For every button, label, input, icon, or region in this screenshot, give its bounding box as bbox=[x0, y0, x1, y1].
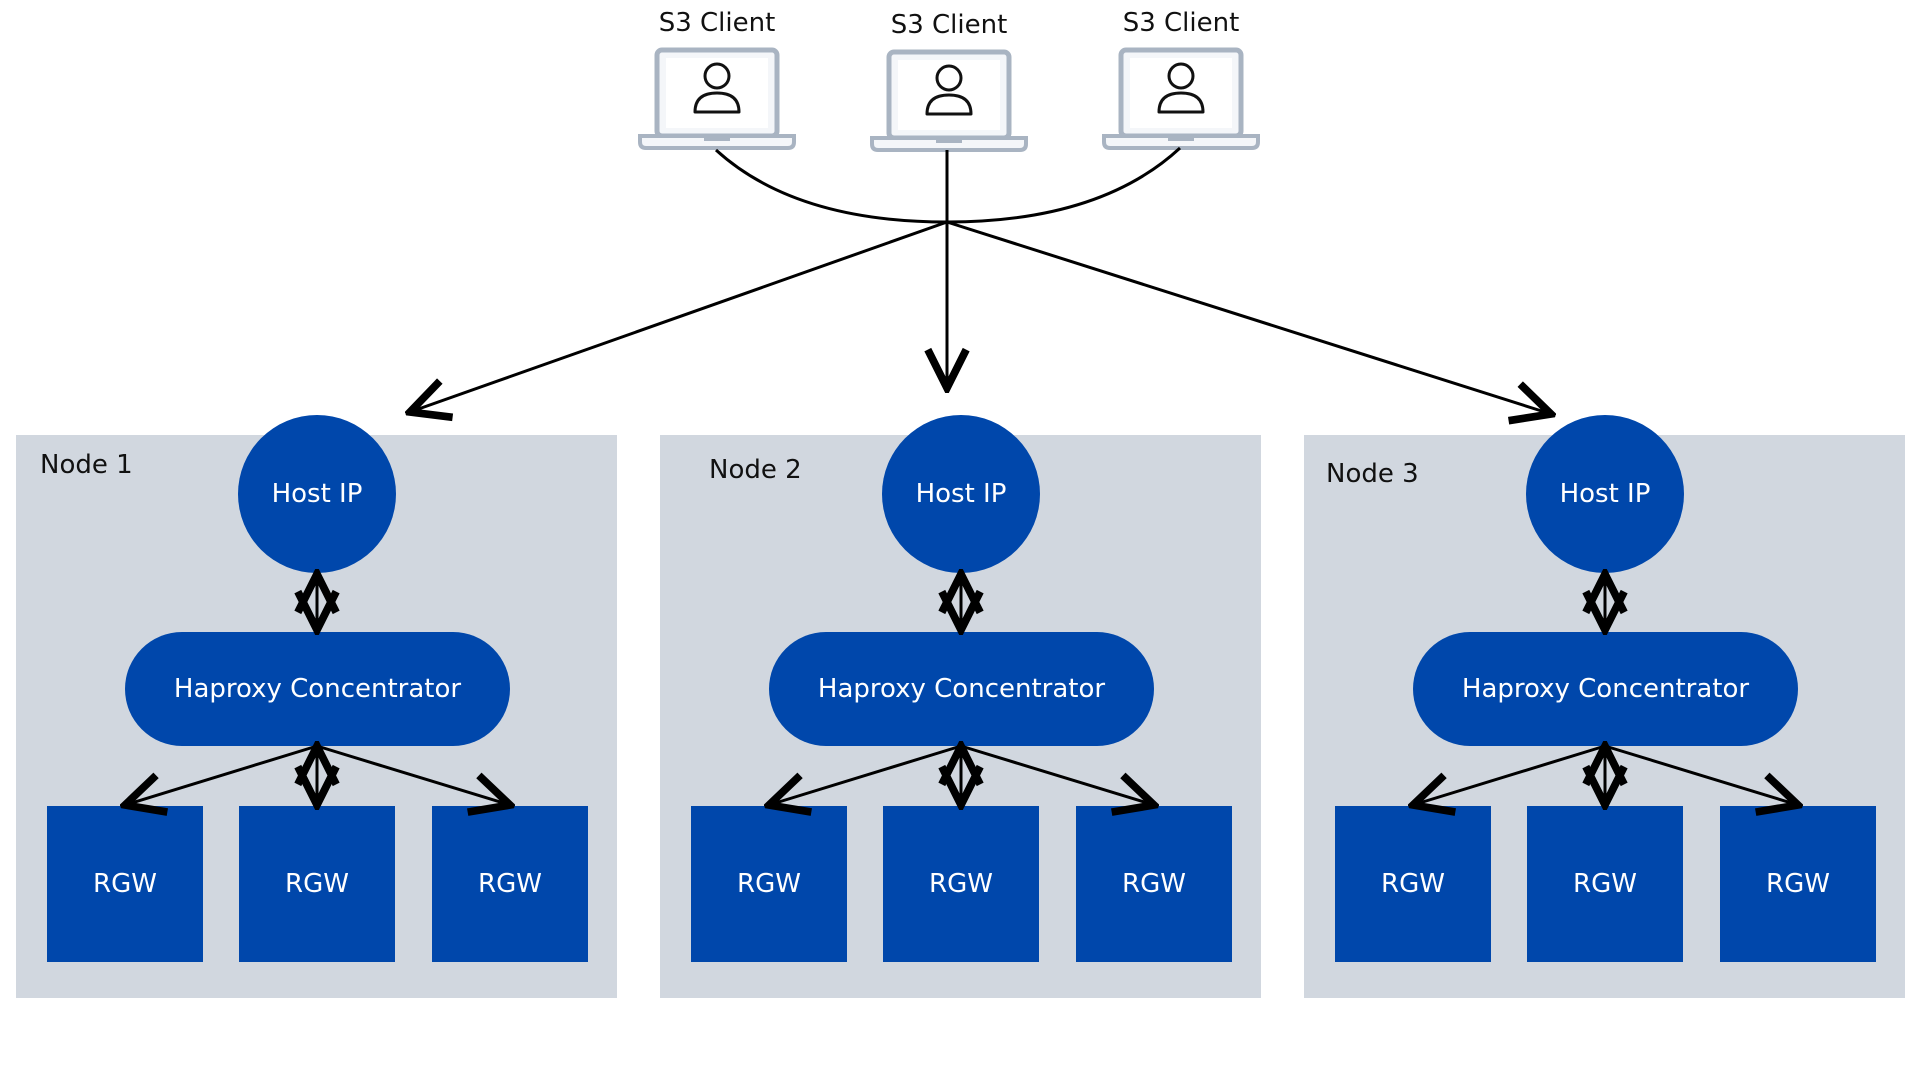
laptop-user-icon bbox=[1102, 47, 1260, 150]
s3-client-2: S3 Client bbox=[864, 10, 1034, 152]
host-ip-node: Host IP bbox=[882, 415, 1040, 573]
s3-client-3: S3 Client bbox=[1096, 8, 1266, 150]
node-1-panel: Node 1 Host IP Haproxy Concentrator RGW … bbox=[16, 415, 617, 998]
rgw-box: RGW bbox=[47, 806, 203, 962]
client-label: S3 Client bbox=[658, 8, 776, 38]
rgw-box: RGW bbox=[1076, 806, 1232, 962]
haproxy-rgw-link bbox=[1604, 744, 1798, 805]
host-ip-node: Host IP bbox=[238, 415, 396, 573]
client-1-link bbox=[714, 148, 948, 224]
haproxy-concentrator: Haproxy Concentrator bbox=[769, 632, 1154, 746]
rgw-box: RGW bbox=[1527, 806, 1683, 962]
host-ip-node: Host IP bbox=[1526, 415, 1684, 573]
node-label: Node 2 bbox=[709, 455, 802, 485]
client-3-link bbox=[946, 146, 1182, 224]
client-label: S3 Client bbox=[890, 10, 1008, 40]
haproxy-rgw-link bbox=[1413, 744, 1606, 805]
rgw-box: RGW bbox=[1335, 806, 1491, 962]
rgw-box: RGW bbox=[691, 806, 847, 962]
rgw-box: RGW bbox=[432, 806, 588, 962]
laptop-user-icon bbox=[870, 49, 1028, 152]
haproxy-rgw-link bbox=[125, 744, 318, 805]
s3-client-1: S3 Client bbox=[632, 8, 802, 150]
rgw-box: RGW bbox=[883, 806, 1039, 962]
rgw-box: RGW bbox=[239, 806, 395, 962]
haproxy-concentrator: Haproxy Concentrator bbox=[125, 632, 510, 746]
node-2-panel: Node 2 Host IP Haproxy Concentrator RGW … bbox=[660, 415, 1261, 998]
haproxy-concentrator: Haproxy Concentrator bbox=[1413, 632, 1798, 746]
arrow-to-node-3 bbox=[946, 220, 1551, 414]
arrow-to-node-1 bbox=[410, 220, 948, 412]
client-label: S3 Client bbox=[1122, 8, 1240, 38]
node-label: Node 1 bbox=[40, 450, 133, 480]
node-3-panel: Node 3 Host IP Haproxy Concentrator RGW … bbox=[1304, 415, 1905, 998]
haproxy-rgw-link bbox=[316, 744, 510, 805]
laptop-user-icon bbox=[638, 47, 796, 150]
haproxy-rgw-link bbox=[769, 744, 962, 805]
node-label: Node 3 bbox=[1326, 459, 1419, 489]
haproxy-rgw-link bbox=[960, 744, 1154, 805]
rgw-box: RGW bbox=[1720, 806, 1876, 962]
